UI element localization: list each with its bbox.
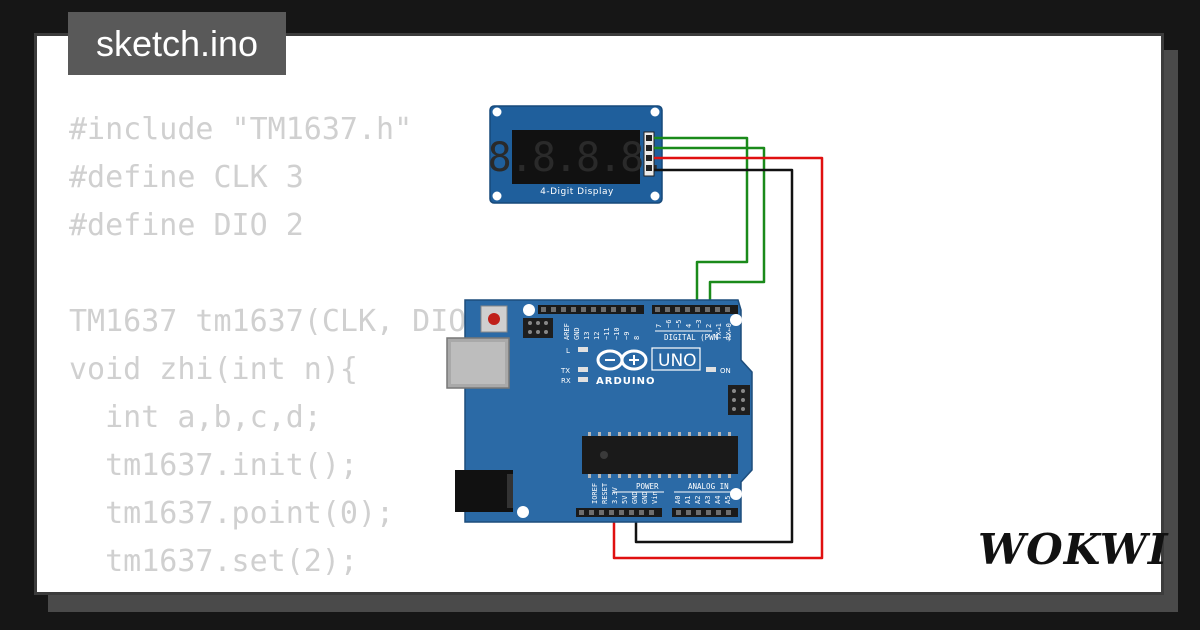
pin-label: ~9 — [623, 332, 631, 340]
pin-label: 13 — [583, 332, 591, 340]
arduino-brand: ARDUINO — [596, 376, 655, 387]
pin-label: GND — [573, 327, 581, 340]
analog-header — [672, 508, 738, 517]
led-on — [706, 367, 716, 372]
wire-gnd[interactable] — [634, 168, 794, 544]
pin-label: ~10 — [613, 327, 621, 340]
pin-label: TX→1 — [715, 323, 723, 340]
tm1637-display-module[interactable]: 8.8.8.8. 4-Digit Display — [488, 105, 666, 204]
pin-label: ~6 — [665, 320, 673, 328]
power-jack — [455, 470, 513, 512]
file-name-tab[interactable]: sketch.ino — [68, 12, 286, 75]
pin-label: GND — [631, 491, 639, 504]
pin-label: 3.3V — [611, 486, 619, 504]
arduino-uno-board[interactable]: AREF GND 13 12 ~11 ~10 ~9 8 7 ~6 ~5 4 ~3… — [446, 299, 753, 523]
code-line: void zhi(int n){ — [69, 352, 358, 387]
pin-label: RESET — [601, 482, 609, 504]
pin-label: Vin — [651, 491, 659, 504]
pin-label: A4 — [714, 496, 722, 504]
code-line: tm1637.point(0); — [69, 496, 395, 531]
led-l — [578, 347, 588, 352]
code-line: int a,b,c,d; — [69, 400, 322, 435]
pin-label: A0 — [674, 496, 682, 504]
code-line: tm1637.init(); — [69, 448, 358, 483]
pin-label: 5V — [621, 495, 629, 504]
pin-label: A5 — [724, 496, 732, 504]
pin-label: A3 — [704, 496, 712, 504]
digital-label: DIGITAL (PWM ~) — [664, 333, 732, 342]
pin-label: 2 — [705, 324, 713, 328]
pin-label: 4 — [685, 324, 693, 328]
code-editor[interactable]: #include "TM1637.h" #define CLK 3 #define … — [69, 106, 503, 592]
analog-label: ANALOG IN — [688, 482, 729, 491]
code-line: #define CLK 3 — [69, 160, 304, 195]
pin-label: A2 — [694, 496, 702, 504]
pin-label: A1 — [684, 496, 692, 504]
tx-label: TX — [560, 367, 570, 375]
code-line: tm1637.set(2); — [69, 544, 358, 579]
pin-label: GND — [641, 491, 649, 504]
pin-label: 7 — [655, 324, 663, 328]
rx-label: RX — [561, 377, 571, 385]
power-label: POWER — [636, 482, 659, 491]
led-tx — [578, 367, 588, 372]
arduino-logo-icon — [596, 349, 648, 371]
wokwi-logo: WOKWI — [978, 525, 1169, 574]
display-label: 4-Digit Display — [540, 187, 614, 197]
wire-clk[interactable] — [654, 136, 749, 312]
pin-label: ~3 — [695, 320, 703, 328]
code-line: #define DIO 2 — [69, 208, 304, 243]
code-line: TM1637 tm1637(CLK, DIO); — [69, 304, 503, 339]
wire-dio[interactable] — [654, 146, 766, 312]
pin-label: RX←0 — [725, 323, 733, 340]
pin-label: IOREF — [591, 483, 599, 504]
segment-digits: 8.8.8.8. — [488, 135, 665, 181]
led-rx — [578, 377, 588, 382]
on-label: ON — [720, 367, 731, 375]
wire-vcc[interactable] — [612, 156, 824, 560]
pin-label: 8 — [633, 336, 641, 340]
wires — [612, 136, 824, 560]
code-line: #include "TM1637.h" — [69, 112, 413, 147]
arduino-model: UNO — [658, 351, 697, 371]
pin-label: 12 — [593, 332, 601, 340]
led-l-label: L — [566, 347, 570, 355]
pin-label: ~11 — [603, 327, 611, 340]
pin-label: ~5 — [675, 320, 683, 328]
pin-label: AREF — [563, 323, 571, 340]
